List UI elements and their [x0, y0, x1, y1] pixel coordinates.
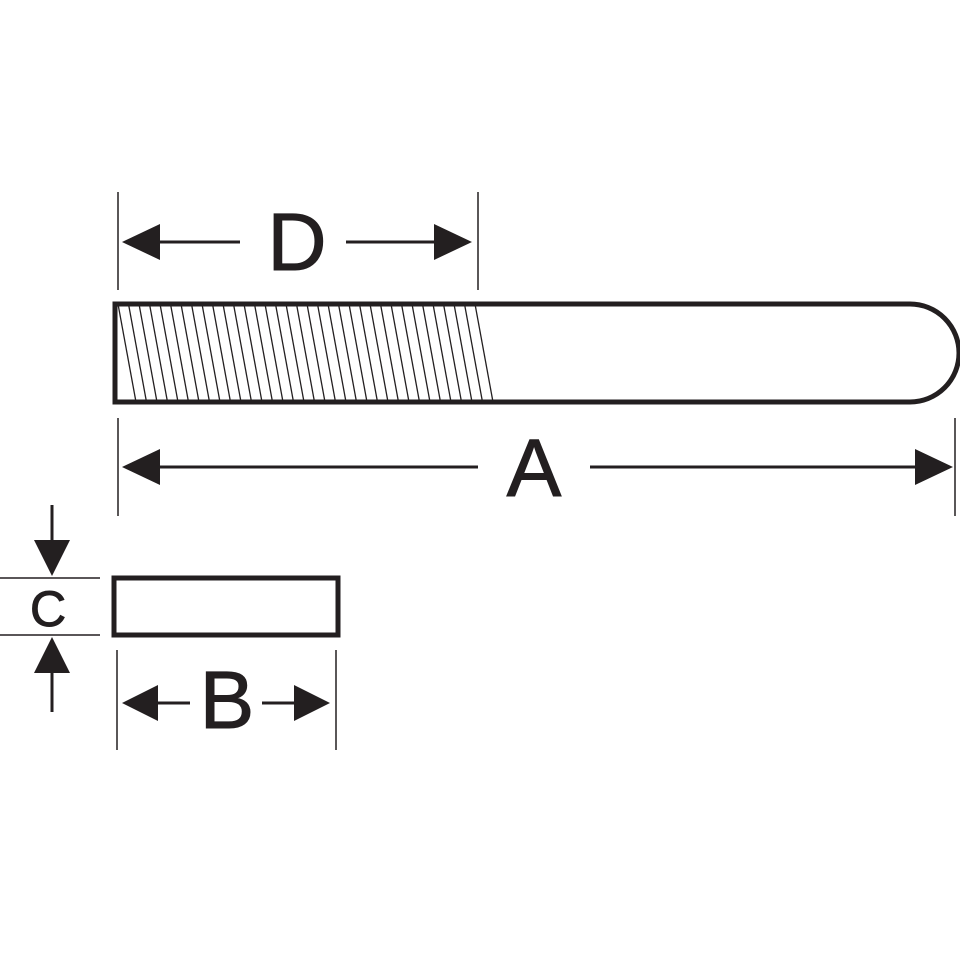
- hatch-line: [243, 304, 263, 402]
- hatch-line: [369, 304, 389, 402]
- hatch-line: [295, 304, 316, 402]
- hatch-line: [222, 304, 242, 402]
- hatch-line: [211, 304, 232, 402]
- hatch-line: [390, 304, 410, 402]
- cut-teeth-hatching: [117, 304, 494, 402]
- hatch-line: [274, 304, 295, 402]
- a-arrowhead-right: [915, 449, 953, 485]
- b-arrowhead-right: [294, 685, 330, 721]
- hatch-line: [463, 304, 484, 402]
- file-side-view: [112, 301, 960, 405]
- hatch-line: [358, 304, 379, 402]
- hatch-line: [159, 304, 179, 402]
- hatch-line: [306, 304, 326, 402]
- hatch-line: [337, 304, 358, 402]
- dimension-label-b: B: [200, 655, 255, 746]
- hatch-line: [379, 304, 400, 402]
- hatch-line: [201, 304, 221, 402]
- hatch-line: [180, 304, 200, 402]
- hatch-line: [127, 304, 148, 402]
- hatch-line: [138, 304, 158, 402]
- hatch-line: [432, 304, 452, 402]
- hatch-line: [169, 304, 190, 402]
- hatch-line: [117, 304, 137, 402]
- hatch-line: [421, 304, 442, 402]
- d-arrowhead-right: [434, 224, 472, 260]
- hatch-line: [316, 304, 337, 402]
- dimension-label-c: C: [30, 581, 66, 637]
- hatch-line: [232, 304, 253, 402]
- hatch-line: [285, 304, 305, 402]
- hatch-line: [348, 304, 368, 402]
- hatch-line: [474, 304, 494, 402]
- dimension-b: B: [116, 650, 337, 750]
- hatch-line: [148, 304, 169, 402]
- dimension-a: A: [117, 418, 956, 516]
- d-arrowhead-left: [122, 224, 160, 260]
- a-arrowhead-left: [122, 449, 160, 485]
- hatch-line: [264, 304, 284, 402]
- file-cross-section: [111, 575, 341, 638]
- dimension-c: C: [0, 505, 100, 712]
- hatch-line: [442, 304, 463, 402]
- hatch-line: [327, 304, 347, 402]
- dimension-label-a: A: [507, 423, 562, 514]
- c-arrowhead-bottom: [34, 637, 70, 673]
- c-arrowhead-top: [34, 540, 70, 576]
- b-arrowhead-left: [122, 685, 158, 721]
- file-body-outline: [112, 301, 960, 405]
- hatch-line: [253, 304, 274, 402]
- dimension-label-d: D: [267, 197, 326, 288]
- hatch-line: [411, 304, 431, 402]
- hatch-line: [400, 304, 421, 402]
- hatch-line: [453, 304, 473, 402]
- dimension-d: D: [117, 192, 479, 290]
- hatch-line: [190, 304, 211, 402]
